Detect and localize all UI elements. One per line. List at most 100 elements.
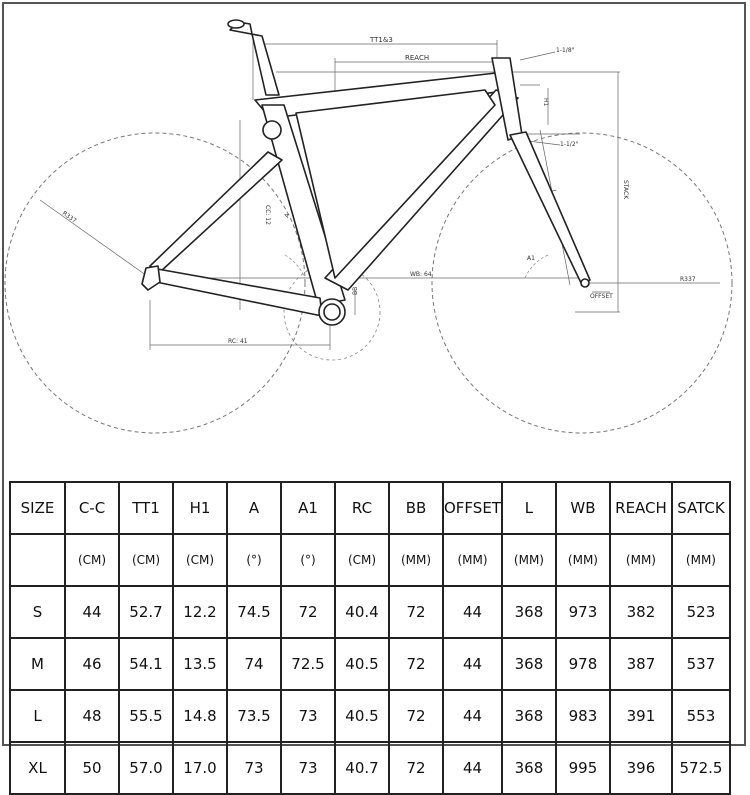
header-cell: L [500, 481, 557, 535]
tt1-label: TT1&3 [369, 36, 393, 44]
head-bottom-label: 1-1/2" [560, 141, 579, 148]
table-cell: 72 [388, 637, 444, 691]
front-wheel [431, 132, 733, 434]
table-cell: 382 [608, 585, 673, 639]
header-cell: A1 [280, 481, 336, 535]
unit-cell: (MM) [388, 533, 444, 587]
cc-label: CC: 12 [264, 205, 271, 225]
table-cell: L [9, 689, 66, 743]
table-cell: 983 [554, 689, 611, 743]
table-cell: 368 [500, 585, 557, 639]
r337-left-label: R337 [61, 210, 78, 225]
table-cell: 13.5 [172, 637, 228, 691]
header-cell: C-C [64, 481, 120, 535]
seat-tube [261, 104, 346, 306]
header-cell: RC [334, 481, 390, 535]
seat-cluster [262, 120, 282, 140]
reach-label: REACH [405, 54, 429, 62]
table-header-row: SIZE C-C TT1 H1 A A1 RC BB OFFSET L WB R… [9, 481, 731, 535]
header-cell: SATCK [670, 481, 731, 535]
header-cell: BB [388, 481, 444, 535]
bike-frame [141, 19, 591, 326]
table-cell: 72 [388, 585, 444, 639]
size-spec-table: SIZE C-C TT1 H1 A A1 RC BB OFFSET L WB R… [9, 481, 731, 795]
table-cell: 44 [442, 637, 503, 691]
table-cell: 368 [500, 637, 557, 691]
table-cell: 40.5 [334, 689, 390, 743]
header-cell: SIZE [9, 481, 66, 535]
table-row: M 46 54.1 13.5 74 72.5 40.5 72 44 368 97… [9, 637, 731, 691]
main-triangle-inner [295, 89, 496, 279]
unit-cell: (CM) [118, 533, 174, 587]
unit-cell: (MM) [608, 533, 673, 587]
rear-dropout [141, 265, 161, 291]
header-cell: WB [554, 481, 611, 535]
table-cell: 74.5 [226, 585, 282, 639]
table-cell: 553 [670, 689, 731, 743]
seat-stay [149, 151, 283, 273]
h1-label: H1 [542, 98, 549, 107]
rear-wheel [4, 132, 306, 434]
bb-label: BB [352, 287, 359, 295]
table-cell: 72 [280, 585, 336, 639]
head-top-label: 1-1/8" [556, 47, 575, 54]
table-cell: 12.2 [172, 585, 228, 639]
table-row: L 48 55.5 14.8 73.5 73 40.5 72 44 368 98… [9, 689, 731, 743]
table-cell: 44 [442, 689, 503, 743]
unit-cell: (CM) [334, 533, 390, 587]
unit-cell: (°) [226, 533, 282, 587]
table-cell: 391 [608, 689, 673, 743]
l-label: L [550, 189, 558, 194]
unit-cell: (MM) [670, 533, 731, 587]
table-cell: S [9, 585, 66, 639]
fork [509, 131, 591, 286]
table-cell: M [9, 637, 66, 691]
header-cell: OFFSET [442, 481, 503, 535]
table-cell: 54.1 [118, 637, 174, 691]
unit-cell: (CM) [172, 533, 228, 587]
a-label: A [283, 212, 291, 219]
dimension-lines [39, 40, 720, 350]
bottom-bracket-arc [283, 263, 381, 361]
r337-right-label: R337 [680, 276, 696, 283]
table-cell: 73.5 [226, 689, 282, 743]
unit-cell: (MM) [442, 533, 503, 587]
frame-geometry-drawing: TT1&3 REACH 1-1/8" 1-1/2" H1 STACK L A1 … [4, 19, 733, 434]
table-cell: 40.5 [334, 637, 390, 691]
unit-cell: (CM) [64, 533, 120, 587]
table-cell: 978 [554, 637, 611, 691]
table-cell: 14.8 [172, 689, 228, 743]
header-cell: TT1 [118, 481, 174, 535]
table-cell: 537 [670, 637, 731, 691]
table-row: S 44 52.7 12.2 74.5 72 40.4 72 44 368 97… [9, 585, 731, 639]
table-cell: 73 [280, 689, 336, 743]
unit-cell: (MM) [500, 533, 557, 587]
table-cell: 72 [388, 689, 444, 743]
unit-cell: (°) [280, 533, 336, 587]
front-dropout [580, 278, 590, 288]
chain-stay [151, 267, 323, 317]
head-angle-arc [524, 254, 549, 279]
table-unit-row: (CM) (CM) (CM) (°) (°) (CM) (MM) (MM) (M… [9, 533, 731, 587]
table-cell: 523 [670, 585, 731, 639]
unit-cell [9, 533, 66, 587]
table-cell: 46 [64, 637, 120, 691]
offset-label: OFFSET [590, 293, 613, 300]
stack-label: STACK [622, 180, 629, 200]
table-cell: 48 [64, 689, 120, 743]
table-cell: 44 [442, 585, 503, 639]
header-cell: REACH [608, 481, 673, 535]
table-cell: 973 [554, 585, 611, 639]
header-cell: A [226, 481, 282, 535]
table-cell: 74 [226, 637, 282, 691]
unit-cell: (MM) [554, 533, 611, 587]
wb-label: WB: 64 [410, 271, 432, 278]
table-cell: 368 [500, 689, 557, 743]
table-cell: 52.7 [118, 585, 174, 639]
a1-label: A1 [527, 255, 535, 262]
seatpost [229, 21, 280, 96]
saddle-clamp [227, 19, 245, 29]
table-cell: 55.5 [118, 689, 174, 743]
seat-angle-arc [284, 254, 306, 279]
header-cell: H1 [172, 481, 228, 535]
